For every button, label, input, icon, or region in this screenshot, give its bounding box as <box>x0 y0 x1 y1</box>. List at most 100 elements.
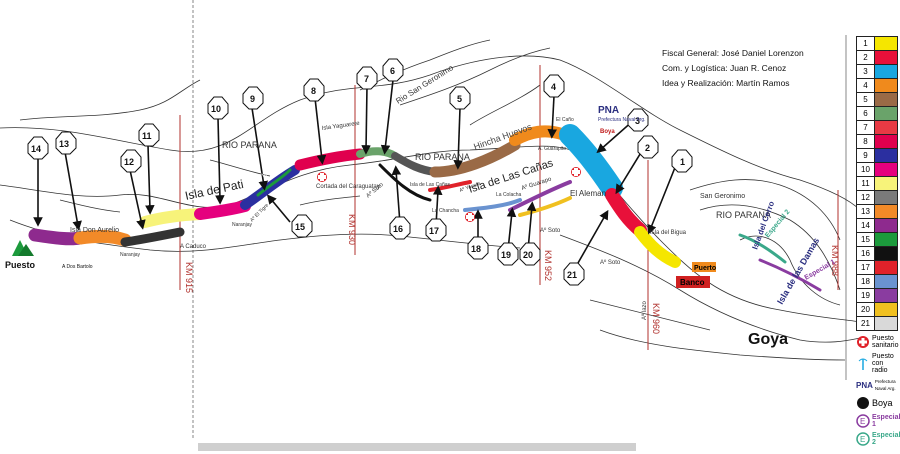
section-20 <box>518 196 572 217</box>
sanitary-cross-icon <box>571 167 581 177</box>
legend-number: 19 <box>857 289 875 302</box>
credits: Fiscal General: José Daniel Lorenzon Com… <box>662 46 804 91</box>
legend-row: 18 <box>856 274 898 288</box>
puesto-tent-icon <box>12 240 34 256</box>
cortada-label: Cortada del Caraguatay <box>316 184 380 190</box>
svg-text:E: E <box>860 435 865 444</box>
marker-20: 20 <box>519 242 541 266</box>
legend-number: 15 <box>857 233 875 246</box>
marker-3: 3 <box>627 108 649 132</box>
naranjay-label: Naranjay <box>120 252 141 258</box>
legend-especial1: E Especial 1 <box>856 414 900 428</box>
la-chancha-label: La Chancha <box>432 208 459 214</box>
legend-puesto-sanitario-label: Puesto sanitario <box>872 335 899 349</box>
svg-text:19: 19 <box>501 250 511 260</box>
naranjay2-label: Naranjay <box>232 222 253 228</box>
legend-color-swatch <box>875 135 897 148</box>
marker-14: 14 <box>27 136 49 160</box>
marker-5: 5 <box>449 86 471 110</box>
legend-pna: PNA Prefectura Naval Arg. <box>856 378 898 392</box>
marker-1: 1 <box>671 149 693 173</box>
legend-color-swatch <box>875 107 897 120</box>
horizontal-scrollbar[interactable] <box>198 443 636 451</box>
legend-color-swatch <box>875 247 897 260</box>
section-8 <box>294 148 366 171</box>
legend-color-swatch <box>875 233 897 246</box>
marker-10: 10 <box>207 96 229 120</box>
legend-number: 11 <box>857 177 875 190</box>
legend-number: 9 <box>857 149 875 162</box>
svg-text:8: 8 <box>311 86 316 96</box>
legend-color-swatch <box>875 177 897 190</box>
legend-row: 14 <box>856 218 898 232</box>
legend-row: 7 <box>856 120 898 134</box>
marker-12: 12 <box>120 149 142 173</box>
legend-color-swatch <box>875 317 897 330</box>
especial-2-icon: E <box>856 432 870 446</box>
section-19 <box>508 180 572 212</box>
legend-color-swatch <box>875 205 897 218</box>
legend-especial2: E Especial 2 <box>856 432 900 446</box>
legend-color-swatch <box>875 37 897 50</box>
legend-especial1-label: Especial 1 <box>872 414 900 428</box>
puerto-box <box>692 262 716 272</box>
section-1 <box>634 226 681 268</box>
legend-row: 20 <box>856 302 898 316</box>
sanitary-cross-icon <box>317 172 327 182</box>
km-988-label: KM 988 <box>830 245 840 276</box>
legend-row: 16 <box>856 246 898 260</box>
goya-label: Goya <box>748 331 788 348</box>
san-geronimo-label: San Geronimo <box>700 193 745 200</box>
puerto-label: Puerto <box>694 265 716 272</box>
isla-de-las-canas-small-label: Isla de Las Cañas <box>410 182 451 188</box>
svg-text:2: 2 <box>645 143 650 153</box>
marker-15: 15 <box>291 214 313 238</box>
a-soto3-label: Aº Soto <box>600 259 621 266</box>
legend-puesto-sanitario: Puesto sanitario <box>856 335 898 349</box>
legend-number: 6 <box>857 107 875 120</box>
km-952-label: KM 952 <box>543 250 553 281</box>
svg-text:5: 5 <box>457 94 462 104</box>
marker-19: 19 <box>497 242 519 266</box>
puesto-label: Puesto <box>5 260 36 270</box>
boya-map-label: Boya <box>600 129 615 135</box>
svg-text:3: 3 <box>635 116 640 126</box>
banco-label: Banco <box>680 278 705 287</box>
legend-puesto-radio: Puesto con radio <box>856 353 898 374</box>
marker-7: 7 <box>356 66 378 90</box>
legend-number: 8 <box>857 135 875 148</box>
svg-text:16: 16 <box>393 224 403 234</box>
buoy-icon <box>857 397 869 409</box>
sanitary-cross-icon <box>465 212 475 222</box>
legend-number: 16 <box>857 247 875 260</box>
legend-number: 14 <box>857 219 875 232</box>
svg-text:1: 1 <box>680 157 685 167</box>
legend-pna-label: Prefectura Naval Arg. <box>874 379 896 391</box>
legend-color-swatch <box>875 163 897 176</box>
svg-text:14: 14 <box>31 144 41 154</box>
svg-text:E: E <box>860 417 865 426</box>
svg-text:7: 7 <box>364 74 369 84</box>
svg-text:18: 18 <box>471 244 481 254</box>
legend-row: 11 <box>856 176 898 190</box>
legend-row: 19 <box>856 288 898 302</box>
isla-yaguarete-label: Isla Yaguarete <box>321 121 360 132</box>
rio-parana-1-label: RIO PARANA <box>222 140 277 150</box>
legend-color-swatch <box>875 261 897 274</box>
legend-number: 13 <box>857 205 875 218</box>
markers: 1 2 3 4 5 6 7 8 9 10 11 12 13 14 15 16 1… <box>27 58 693 286</box>
legend-number: 1 <box>857 37 875 50</box>
marker-17: 17 <box>425 218 447 242</box>
legend-color-swatch <box>875 93 897 106</box>
a-caduco-label: A Caduco <box>180 244 207 250</box>
legend-row: 4 <box>856 78 898 92</box>
legend-color-swatch <box>875 79 897 92</box>
marker-2: 2 <box>637 135 659 159</box>
legend-number: 7 <box>857 121 875 134</box>
radio-antenna-icon <box>858 358 868 370</box>
route-sections <box>28 124 822 292</box>
legend-puesto-radio-label: Puesto con radio <box>872 353 894 374</box>
svg-text:21: 21 <box>567 270 577 280</box>
